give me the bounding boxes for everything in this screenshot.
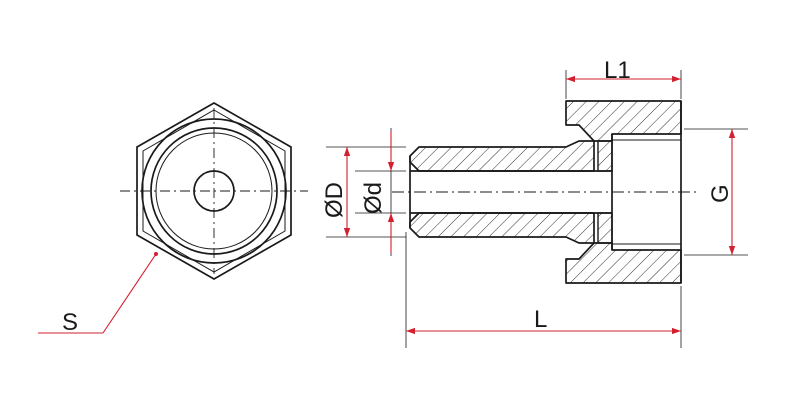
seal-section-bottom [597,212,613,244]
label-l: L [534,306,547,333]
hex-outline [136,102,292,280]
nut-section-top [565,100,682,142]
section-view [392,100,700,284]
s-leader-slant [102,253,157,334]
hex-end-view: S [38,102,308,336]
label-g: G [707,184,734,203]
tube-wall-bottom [409,212,595,244]
label-od: ØD [321,182,348,218]
nut-section-bottom [565,242,682,284]
label-l1: L1 [604,57,631,84]
label-s: S [62,309,78,336]
s-leader-dot [154,252,158,256]
tube-wall-top [409,140,595,172]
seal-section-top [597,140,613,172]
dimensions: L1 L G ØD Ød [321,57,748,348]
label-od-small: Ød [360,182,387,214]
